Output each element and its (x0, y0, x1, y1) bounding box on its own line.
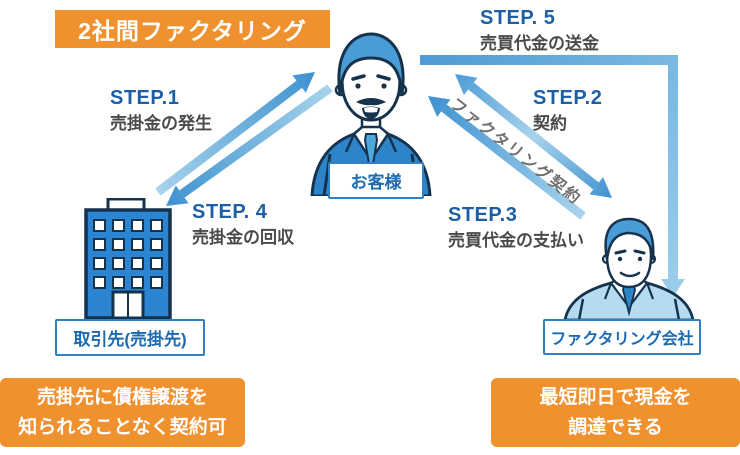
arrow-step2-contract-icon (455, 74, 612, 198)
step5-label: STEP. 5 (480, 7, 556, 29)
step2-text: STEP.2 契約 (533, 86, 602, 134)
diagram-title-text: 2社間ファクタリング (78, 18, 307, 44)
step1-desc: 売掛金の発生 (110, 114, 212, 133)
step4-label: STEP. 4 (192, 201, 268, 223)
client-label-text: 取引先(売掛先) (73, 330, 187, 349)
building-icon (84, 198, 172, 320)
factoring-agent-icon (563, 217, 695, 320)
step2-label: STEP.2 (533, 87, 603, 109)
step1-label: STEP.1 (110, 87, 180, 109)
step5-text: STEP. 5 売買代金の送金 (480, 6, 599, 54)
customer-label: お客様 (328, 162, 424, 199)
step2-desc: 契約 (533, 114, 567, 133)
note-left: 売掛先に債権譲渡を 知られることなく契約可 (0, 378, 245, 447)
arrow-step5-icon (420, 55, 685, 297)
step4-desc: 売掛金の回収 (192, 228, 294, 247)
client-label: 取引先(売掛先) (55, 319, 205, 356)
customer-label-text: お客様 (350, 173, 402, 192)
note-right: 最短即日で現金を 調達できる (491, 378, 740, 447)
factoring-company-label-text: ファクタリング会社 (550, 331, 694, 348)
step5-desc: 売買代金の送金 (480, 34, 599, 53)
step3-label: STEP.3 (448, 204, 518, 226)
step4-text: STEP. 4 売掛金の回収 (192, 200, 294, 248)
factoring-company-label: ファクタリング会社 (543, 319, 701, 355)
step3-text: STEP.3 売買代金の支払い (448, 203, 584, 251)
diagram-title: 2社間ファクタリング (55, 10, 330, 48)
arrow-step1-icon (155, 72, 315, 196)
arrow-step3-icon (428, 96, 586, 220)
arrow-step4-icon (166, 84, 333, 206)
step1-text: STEP.1 売掛金の発生 (110, 86, 212, 134)
step3-desc: 売買代金の支払い (448, 231, 584, 250)
